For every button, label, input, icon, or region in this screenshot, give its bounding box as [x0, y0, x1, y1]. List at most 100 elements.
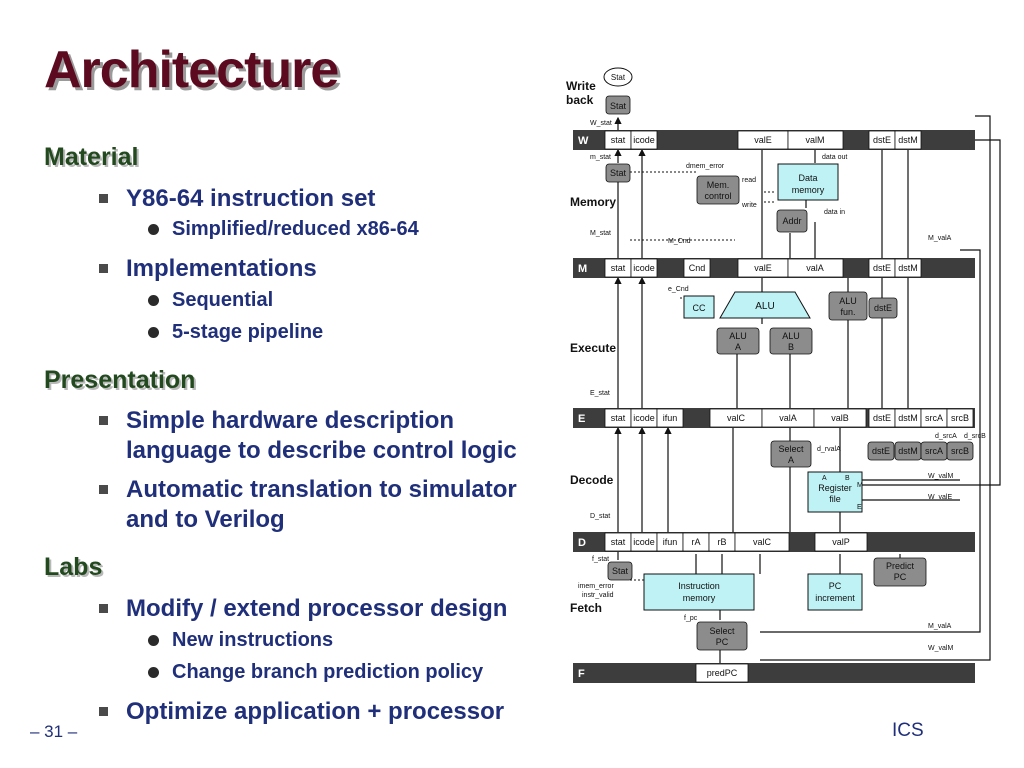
bullet-optimize: Optimize application + processor — [98, 698, 505, 725]
signal-instr-valid: instr_valid — [582, 592, 614, 599]
signal-w-valm-fetch: W_valM — [928, 645, 953, 652]
unit-label-mem-control: Mem. — [707, 180, 730, 190]
sub-bullet-sequential: Sequential — [147, 289, 274, 311]
field-d-ra: rA — [692, 537, 701, 547]
stage-label-decode: Decode — [570, 473, 614, 487]
stat-output-label: Stat — [611, 73, 626, 82]
bullet-instruction-set: Y86-64 instruction set — [98, 185, 376, 212]
unit-label-pc-increment-2: increment — [815, 593, 855, 603]
bullet-hardware-description: Simple hardware description language to … — [99, 406, 546, 466]
decode-srcb-block — [946, 441, 974, 461]
field-w-stat: stat — [611, 135, 626, 145]
unit-label-select-a: Select — [778, 444, 804, 454]
signal-read: read — [742, 177, 756, 184]
unit-label-select-a-2: A — [788, 455, 794, 465]
register-label-d: D — [578, 537, 586, 549]
writeback-stat-block — [605, 95, 631, 115]
signal-port-a: A — [822, 475, 827, 482]
signal-dmem-error: dmem_error — [686, 163, 725, 170]
unit-label-fetch-stat: Stat — [612, 566, 629, 576]
unit-label-decode-dstm: dstM — [898, 446, 918, 456]
section-heading-presentation: Presentation — [44, 366, 196, 394]
stage-label-writeback: Write — [566, 79, 596, 93]
unit-label-pc-increment: PC — [829, 581, 842, 591]
slide-title: Architecture — [44, 41, 339, 99]
field-d-valc: valC — [753, 537, 772, 547]
footer-label: ICS — [892, 720, 924, 741]
alu-fun-block — [828, 291, 868, 321]
unit-label-alu-a: ALU — [729, 331, 747, 341]
field-d-ifun: ifun — [663, 537, 678, 547]
signal-f-pc: f_pc — [684, 615, 698, 622]
sub-bullet-pipeline: 5-stage pipeline — [147, 321, 324, 343]
signal-data-out: data out — [822, 154, 847, 161]
unit-label-data-memory-2: memory — [792, 185, 825, 195]
unit-label-alu: ALU — [755, 301, 774, 312]
field-e-vala: valA — [779, 413, 797, 423]
stage-label-fetch: Fetch — [570, 601, 602, 615]
page-number: – 31 – — [30, 722, 78, 741]
signal-port-b: B — [845, 475, 850, 482]
field-e-icode: icode — [633, 413, 655, 423]
status-wires — [630, 171, 776, 581]
unit-label-cc: CC — [693, 303, 706, 313]
pipeline-register-d: D stat icode ifun rA rB valC valP — [573, 532, 975, 552]
unit-label-execute-dste: dstE — [874, 303, 892, 313]
sub-bullet-branch-prediction: Change branch prediction policy — [147, 661, 484, 683]
section-heading-labs: Labs — [44, 553, 103, 581]
field-f-predpc: predPC — [707, 668, 738, 678]
signal-e-cnd: e_Cnd — [668, 286, 689, 293]
field-e-dstm: dstM — [898, 413, 918, 423]
unit-label-select-pc-2: PC — [716, 637, 729, 647]
signal-d-stat: D_stat — [590, 513, 610, 520]
signal-imem-error: imem_error — [578, 583, 614, 590]
signal-data-in: data in — [824, 209, 845, 216]
signal-m-stat: m_stat — [590, 154, 611, 161]
field-e-ifun: ifun — [663, 413, 678, 423]
select-pc-block — [696, 621, 748, 651]
field-e-valb: valB — [831, 413, 849, 423]
pc-increment-unit — [807, 573, 863, 611]
field-e-valc: valC — [727, 413, 746, 423]
stat-output-oval — [603, 67, 633, 87]
pipeline-diagram: Write back Memory Execute Decode Fetch W… — [566, 67, 1001, 683]
register-label-m: M — [578, 263, 587, 275]
register-label-f: F — [578, 668, 585, 680]
field-m-stat: stat — [611, 263, 626, 273]
field-m-vale: valE — [754, 263, 772, 273]
field-e-stat: stat — [611, 413, 626, 423]
signal-d-srcb: d_srcB — [964, 433, 986, 440]
register-file-unit — [807, 471, 863, 513]
signal-port-e: E — [857, 504, 862, 511]
bullet-implementations: Implementations — [99, 255, 317, 282]
unit-label-register-file: Register — [818, 483, 852, 493]
field-w-icode: icode — [633, 135, 655, 145]
field-m-dstm: dstM — [898, 263, 918, 273]
signal-write: write — [741, 202, 757, 209]
field-d-rb: rB — [718, 537, 727, 547]
field-d-icode: icode — [633, 537, 655, 547]
alu-unit — [719, 291, 811, 319]
pipeline-register-e: E stat icode ifun valC valA valB dstE ds… — [573, 408, 975, 428]
unit-label-memory-stat: Stat — [610, 168, 627, 178]
field-e-srca: srcA — [925, 413, 943, 423]
section-heading-material: Material — [44, 143, 139, 171]
execute-dste-block — [868, 297, 898, 319]
field-e-srcb: srcB — [951, 413, 969, 423]
memory-stat-block — [605, 163, 631, 183]
unit-label-alu-b-2: B — [788, 342, 794, 352]
cc-unit — [683, 295, 715, 319]
signal-m-stat-upper: M_stat — [590, 230, 611, 237]
bullet-automatic-translation: Automatic translation to simulator and t… — [99, 475, 546, 535]
signal-m-vala-fetch: M_valA — [928, 623, 952, 630]
mem-control-block — [696, 175, 740, 205]
unit-label-alu-a-2: A — [735, 342, 741, 352]
signal-w-stat: W_stat — [590, 120, 612, 127]
signal-e-stat: E_stat — [590, 390, 610, 397]
signal-m-vala-memory: M_valA — [928, 235, 952, 242]
field-w-dste: dstE — [873, 135, 891, 145]
pipeline-register-m: M stat icode Cnd valE valA dstE dstM — [573, 258, 975, 278]
unit-label-decode-srcb: srcB — [951, 446, 969, 456]
field-d-stat: stat — [611, 537, 626, 547]
field-m-vala: valA — [806, 263, 824, 273]
